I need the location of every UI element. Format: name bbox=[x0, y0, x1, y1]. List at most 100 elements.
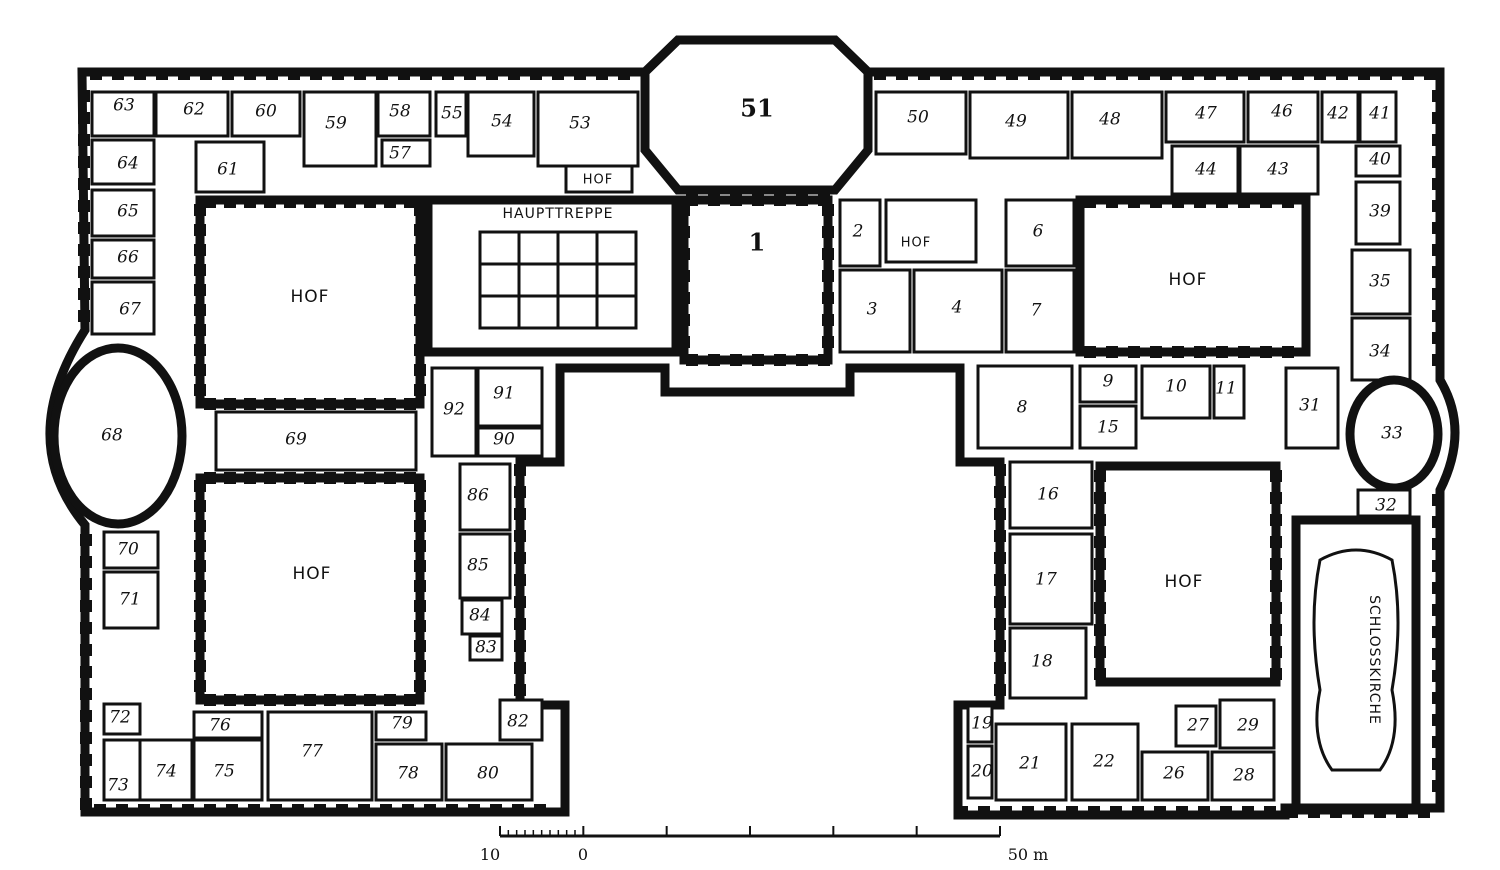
room-label-29: 29 bbox=[1236, 716, 1259, 736]
wall-pier bbox=[1044, 806, 1056, 818]
wall-pier bbox=[1194, 196, 1206, 208]
room-78-box bbox=[374, 742, 444, 802]
wall-pier bbox=[1106, 196, 1118, 208]
wall-pier bbox=[314, 804, 326, 816]
wall-piers bbox=[78, 68, 1444, 818]
wall-pier bbox=[414, 520, 426, 532]
room-40-box bbox=[1354, 144, 1402, 178]
wall-pier bbox=[194, 244, 206, 256]
room-1-box bbox=[679, 195, 833, 365]
room-label-73: 73 bbox=[107, 776, 129, 796]
room-4-box bbox=[912, 268, 1004, 354]
wall-pier bbox=[194, 520, 206, 532]
wall-pier bbox=[284, 472, 296, 484]
wall-pier bbox=[332, 68, 344, 80]
wall-pier bbox=[1432, 560, 1444, 572]
wall-pier bbox=[514, 464, 526, 476]
wall-pier bbox=[1088, 806, 1100, 818]
room-41-box bbox=[1358, 90, 1398, 144]
wall-pier bbox=[514, 662, 526, 674]
room-46-box bbox=[1246, 90, 1320, 144]
room-label-74: 74 bbox=[155, 762, 177, 782]
wall-pier bbox=[404, 196, 416, 208]
wall-pier bbox=[80, 732, 92, 744]
wall-pier bbox=[530, 68, 542, 80]
wall-pier bbox=[404, 694, 416, 706]
chapel-nave bbox=[1312, 548, 1400, 772]
scale-label-10: 10 bbox=[480, 845, 500, 864]
wall-pier bbox=[194, 680, 206, 692]
room-label-80: 80 bbox=[477, 764, 499, 784]
wall-pier bbox=[1352, 806, 1364, 818]
room-label-51: 51 bbox=[740, 94, 773, 123]
wall-pier bbox=[1432, 604, 1444, 616]
wall-pier bbox=[414, 224, 426, 236]
central-pavilion-wall bbox=[640, 35, 873, 195]
wall-pier bbox=[414, 560, 426, 572]
wall-pier bbox=[1216, 346, 1228, 358]
room-label-70: 70 bbox=[117, 540, 139, 560]
wall-pier bbox=[1172, 196, 1184, 208]
wall-pier bbox=[678, 248, 690, 260]
wall-pier bbox=[686, 354, 698, 366]
east-wing bbox=[838, 90, 1443, 815]
wall-pier bbox=[1270, 646, 1282, 658]
wall-pier bbox=[508, 68, 520, 80]
wall-pier bbox=[984, 68, 996, 80]
room-80-box bbox=[444, 742, 534, 802]
wall-pier bbox=[194, 364, 206, 376]
wall-pier bbox=[1270, 602, 1282, 614]
wall-pier bbox=[78, 244, 90, 256]
wall-pier bbox=[1050, 68, 1062, 80]
wall-pier bbox=[1006, 68, 1018, 80]
wall-pier bbox=[194, 384, 206, 396]
wall-pier bbox=[384, 196, 396, 208]
wall-pier bbox=[226, 804, 238, 816]
room-label-67: 67 bbox=[119, 300, 141, 320]
room-label-3: 3 bbox=[867, 300, 878, 320]
wall-pier bbox=[80, 600, 92, 612]
wall-pier bbox=[1270, 580, 1282, 592]
wall-pier bbox=[1282, 196, 1294, 208]
wall-pier bbox=[404, 398, 416, 410]
room-label-41: 41 bbox=[1368, 104, 1391, 124]
hof-se-box bbox=[1095, 461, 1281, 687]
room-91-box bbox=[476, 366, 544, 428]
wall-pier bbox=[1432, 112, 1444, 124]
wall-pier bbox=[1424, 68, 1436, 80]
room-label-40: 40 bbox=[1368, 150, 1391, 170]
room-69-box bbox=[214, 410, 418, 472]
chapel-box bbox=[1291, 515, 1421, 815]
wall-pier bbox=[994, 552, 1006, 564]
wall-pier bbox=[994, 640, 1006, 652]
room-85-box bbox=[458, 532, 512, 600]
wall-pier bbox=[284, 196, 296, 208]
wall-pier bbox=[1374, 806, 1386, 818]
room-label-59: 59 bbox=[325, 114, 347, 134]
wall-pier bbox=[1432, 670, 1444, 682]
wall-pier bbox=[80, 556, 92, 568]
room-54-box bbox=[466, 90, 536, 158]
wall-pier bbox=[514, 508, 526, 520]
room-57-box bbox=[380, 138, 432, 168]
wall-pier bbox=[80, 710, 92, 722]
room-label-2: 2 bbox=[852, 222, 864, 242]
wall-pier bbox=[204, 472, 216, 484]
room-50-box bbox=[874, 90, 968, 156]
wall-pier bbox=[1022, 806, 1034, 818]
wall-pier bbox=[80, 754, 92, 766]
room-61-box bbox=[194, 140, 266, 194]
wall-pier bbox=[1286, 806, 1298, 818]
wall-pier bbox=[1432, 244, 1444, 256]
room-82-box bbox=[498, 698, 544, 742]
room-71-box bbox=[102, 570, 160, 630]
wall-pier bbox=[194, 560, 206, 572]
room-11-box bbox=[1212, 364, 1246, 420]
wall-pier bbox=[962, 68, 974, 80]
room-label-22: 22 bbox=[1092, 752, 1115, 772]
room-27-box bbox=[1174, 704, 1218, 748]
room-label-86: 86 bbox=[467, 486, 489, 506]
wall-pier bbox=[1084, 346, 1096, 358]
wall-pier bbox=[1402, 68, 1414, 80]
